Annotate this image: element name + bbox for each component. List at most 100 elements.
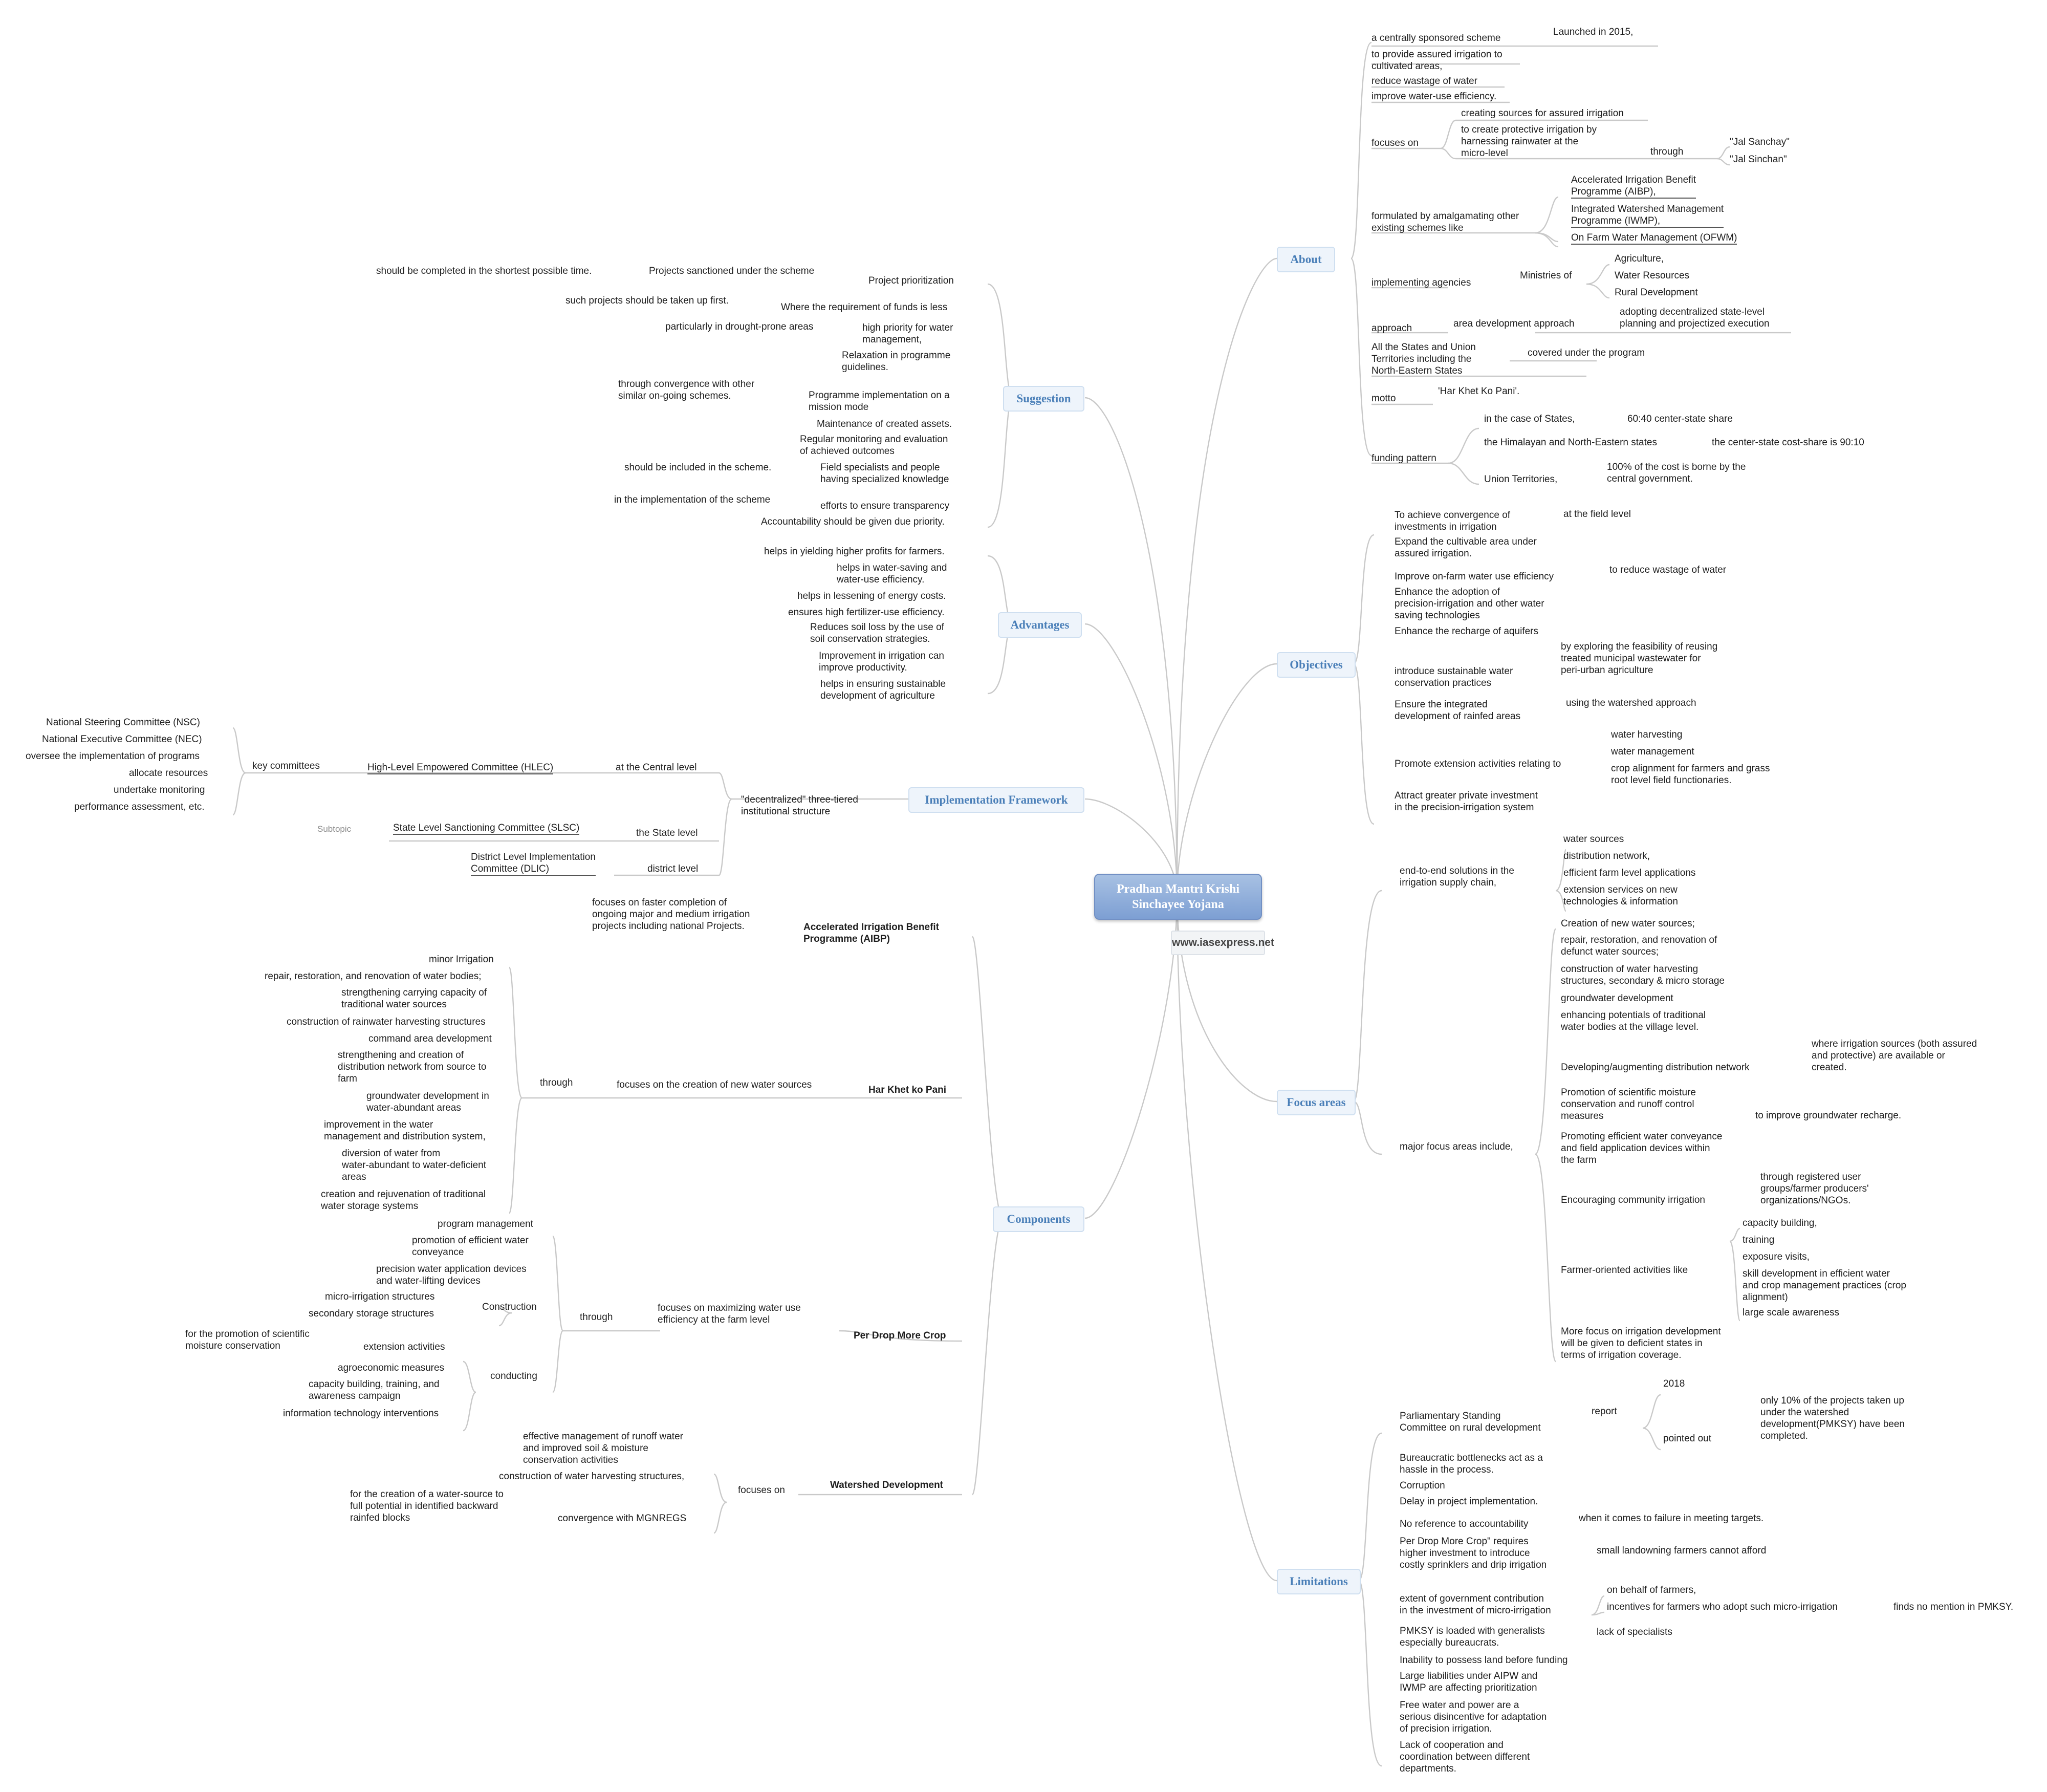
components-node: through [580,1312,613,1323]
branch-suggestion[interactable]: Suggestion [1003,386,1084,412]
focus-node: capacity building, [1743,1218,1817,1228]
about-node: All the States and Union Territories inc… [1371,342,1476,376]
about-node: in the case of States, [1484,414,1575,424]
suggestion-node: Accountability should be given due prior… [761,516,945,527]
limitations-node: Corruption [1400,1480,1445,1491]
components-node: effective management of runoff water and… [523,1431,683,1465]
about-node: adopting decentralized state-level plann… [1620,307,1770,329]
advantages-node: helps in lessening of energy costs. [797,591,946,601]
objectives-node: Enhance the adoption of precision-irriga… [1395,587,1544,621]
advantages-node: helps in yielding higher profits for far… [764,546,945,557]
objectives-node: Promote extension activities relating to [1395,759,1561,769]
limitations-node: Parliamentary Standing Committee on rura… [1400,1411,1541,1433]
components-node: repair, restoration, and renovation of w… [265,971,482,982]
about-node: a centrally sponsored scheme [1371,33,1501,44]
focus-node: end-to-end solutions in the irrigation s… [1400,866,1514,888]
suggestion-node: in the implementation of the scheme [614,494,771,505]
focus-node: distribution network, [1563,851,1650,861]
components-node: strengthening and creation of distributi… [338,1050,487,1084]
limitations-node: Bureaucratic bottlenecks act as a hassle… [1400,1453,1543,1475]
components-node: Watershed Development [830,1480,944,1491]
implementation-node: National Steering Committee (NSC) [46,717,200,728]
about-node: to provide assured irrigation to cultiva… [1371,49,1502,72]
focus-node: where irrigation sources (both assured a… [1812,1039,1977,1073]
suggestion-node: should be completed in the shortest poss… [376,266,592,276]
components-node: through [540,1077,573,1088]
branch-advantages[interactable]: Advantages [998,612,1082,638]
suggestion-node: should be included in the scheme. [624,462,772,473]
limitations-node: incentives for farmers who adopt such mi… [1607,1602,1838,1612]
implementation-node: performance assessment, etc. [74,802,205,812]
objectives-node: to reduce wastage of water [1609,565,1727,575]
components-node: capacity building, training, and awarene… [309,1379,440,1401]
about-node: 'Har Khet Ko Pani'. [1438,386,1520,397]
implementation-node: High-Level Empowered Committee (HLEC) [367,762,554,774]
suggestion-node: Regular monitoring and evaluation of ach… [800,434,948,457]
components-node: program management [438,1219,533,1229]
focus-node: construction of water harvesting structu… [1561,964,1725,986]
focus-node: enhancing potentials of traditional wate… [1561,1010,1706,1032]
components-node: for the creation of a water-source to fu… [350,1489,504,1523]
components-node: diversion of water from water-abundant t… [342,1148,486,1182]
about-node: Union Territories, [1484,474,1558,485]
objectives-node: Attract greater private investment in th… [1395,790,1538,813]
objectives-node: using the watershed approach [1566,698,1696,708]
components-node: construction of rainwater harvesting str… [287,1017,486,1027]
limitations-node: extent of government contribution in the… [1400,1593,1551,1616]
components-node: focuses on maximizing water use efficien… [658,1303,801,1325]
implementation-node: undertake monitoring [114,785,205,795]
about-node: improve water-use efficiency. [1371,91,1497,102]
focus-node: exposure visits, [1743,1251,1810,1262]
components-node: minor Irrigation [429,954,494,965]
implementation-node: National Executive Committee (NEC) [42,734,202,745]
advantages-node: helps in water-saving and water-use effi… [837,563,947,585]
focus-node: water sources [1563,834,1624,845]
limitations-node: when it comes to failure in meeting targ… [1579,1513,1764,1524]
components-node: Construction [482,1302,537,1312]
implementation-node: at the Central level [616,762,697,773]
components-node: promotion of efficient water conveyance [412,1235,529,1258]
branch-implementation-framework[interactable]: Implementation Framework [908,787,1084,813]
about-node: 60:40 center-state share [1627,414,1733,424]
branch-components[interactable]: Components [993,1206,1084,1232]
suggestion-node: high priority for water management, [862,322,953,345]
components-node: convergence with MGNREGS [558,1513,687,1524]
focus-node: groundwater development [1561,993,1673,1004]
central-topic[interactable]: Pradhan Mantri Krishi Sinchayee Yojana [1094,874,1262,920]
about-node: focuses on [1371,138,1419,148]
limitations-node: Inability to possess land before funding [1400,1655,1568,1666]
suggestion-node: efforts to ensure transparency [820,501,950,511]
components-node: conducting [490,1371,537,1381]
branch-limitations[interactable]: Limitations [1277,1569,1361,1594]
components-node: extension activities [363,1342,445,1352]
branch-about[interactable]: About [1277,247,1335,272]
about-node: Agriculture, [1615,253,1664,264]
implementation-node: allocate resources [129,768,208,779]
about-node: approach [1371,323,1412,334]
advantages-node: Reduces soil loss by the use of soil con… [810,622,944,644]
implementation-node: key committees [252,761,320,771]
branch-focus-areas[interactable]: Focus areas [1277,1090,1356,1115]
focus-node: skill development in efficient water and… [1743,1268,1906,1303]
about-node: 100% of the cost is borne by the central… [1607,462,1746,484]
components-node: Accelerated Irrigation Benefit Programme… [803,922,940,944]
about-node: funding pattern [1371,453,1436,464]
about-node: motto [1371,393,1396,404]
objectives-node: Improve on-farm water use efficiency [1395,571,1554,582]
objectives-node: by exploring the feasibility of reusing … [1561,641,1718,676]
objectives-node: Expand the cultivable area under assured… [1395,536,1537,559]
focus-node: More focus on irrigation development wil… [1561,1326,1721,1361]
limitations-node: Lack of cooperation and coordination bet… [1400,1740,1530,1774]
about-node: area development approach [1453,318,1575,329]
about-node: Rural Development [1615,287,1698,298]
limitations-node: lack of specialists [1597,1627,1672,1637]
focus-node: repair, restoration, and renovation of d… [1561,935,1717,957]
focus-node: Promotion of scientific moisture conserv… [1561,1087,1696,1121]
website-label: www.iasexpress.net [1171,931,1274,955]
objectives-node: Ensure the integrated development of rai… [1395,699,1521,722]
branch-objectives[interactable]: Objectives [1277,652,1356,678]
components-node: improvement in the water management and … [324,1119,486,1142]
focus-node: Promoting efficient water conveyance and… [1561,1131,1723,1165]
